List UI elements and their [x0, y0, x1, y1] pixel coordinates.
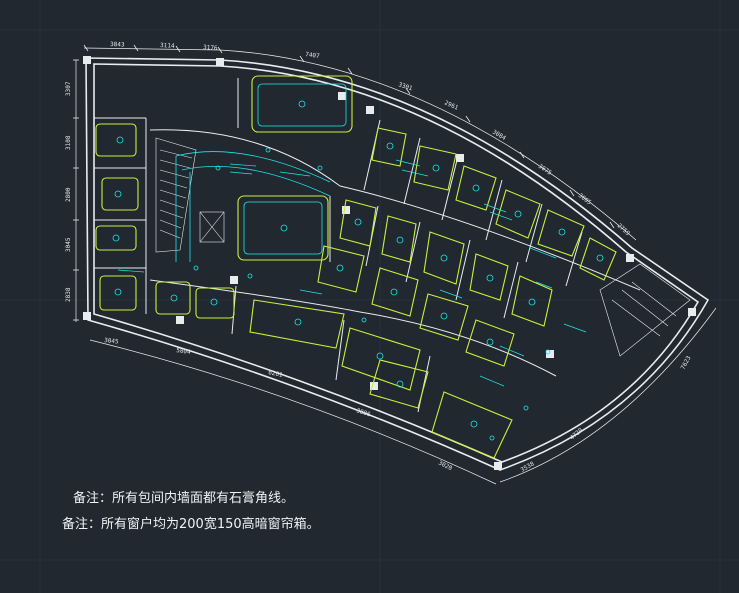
- room-ceiling: [195, 287, 235, 319]
- dim-top-1: 3114: [160, 42, 175, 50]
- room-outlines: [95, 75, 617, 459]
- structural-columns: [83, 56, 696, 470]
- room-ceiling: [155, 281, 191, 315]
- room-ceiling: [95, 123, 137, 157]
- dim-top-2: 3176: [203, 44, 218, 52]
- dim-top-0: 3843: [110, 41, 125, 49]
- dimension-lines: [75, 47, 717, 485]
- note-line-2: 备注：所有窗户均为200宽150高暗窗帘箱。: [62, 517, 320, 532]
- dim-top-4: 3301: [397, 81, 413, 92]
- dim-left-4: 2838: [65, 287, 72, 302]
- dim-bottom-0: 3045: [104, 337, 119, 346]
- note-line-1: 备注：所有包间内墙面都有石膏角线。: [73, 491, 295, 506]
- dim-left-3: 3045: [65, 237, 72, 252]
- dim-left-2: 2800: [65, 187, 72, 202]
- left-dimension-labels: 3307 3108 2800 3045 2838: [65, 81, 72, 302]
- room-ceiling: [251, 75, 353, 133]
- dim-left-1: 3108: [65, 135, 72, 150]
- dim-bottom-1: 5804: [176, 347, 192, 356]
- room-ceiling: [95, 225, 137, 251]
- dim-top-3: 7407: [305, 51, 321, 60]
- dim-left-0: 3307: [65, 81, 72, 96]
- dimension-ticks: [73, 44, 615, 321]
- dim-bottom-2: 6261: [268, 369, 284, 379]
- annotation-marks: [117, 159, 587, 387]
- room-ceiling: [237, 195, 329, 261]
- stair-hatch: [155, 137, 691, 357]
- dim-bottom-3: 3886: [355, 407, 371, 418]
- outer-walls: [85, 57, 710, 471]
- ceiling-fixtures: [112, 83, 604, 441]
- room-ceiling: [101, 177, 139, 211]
- room-ceiling: [99, 275, 137, 311]
